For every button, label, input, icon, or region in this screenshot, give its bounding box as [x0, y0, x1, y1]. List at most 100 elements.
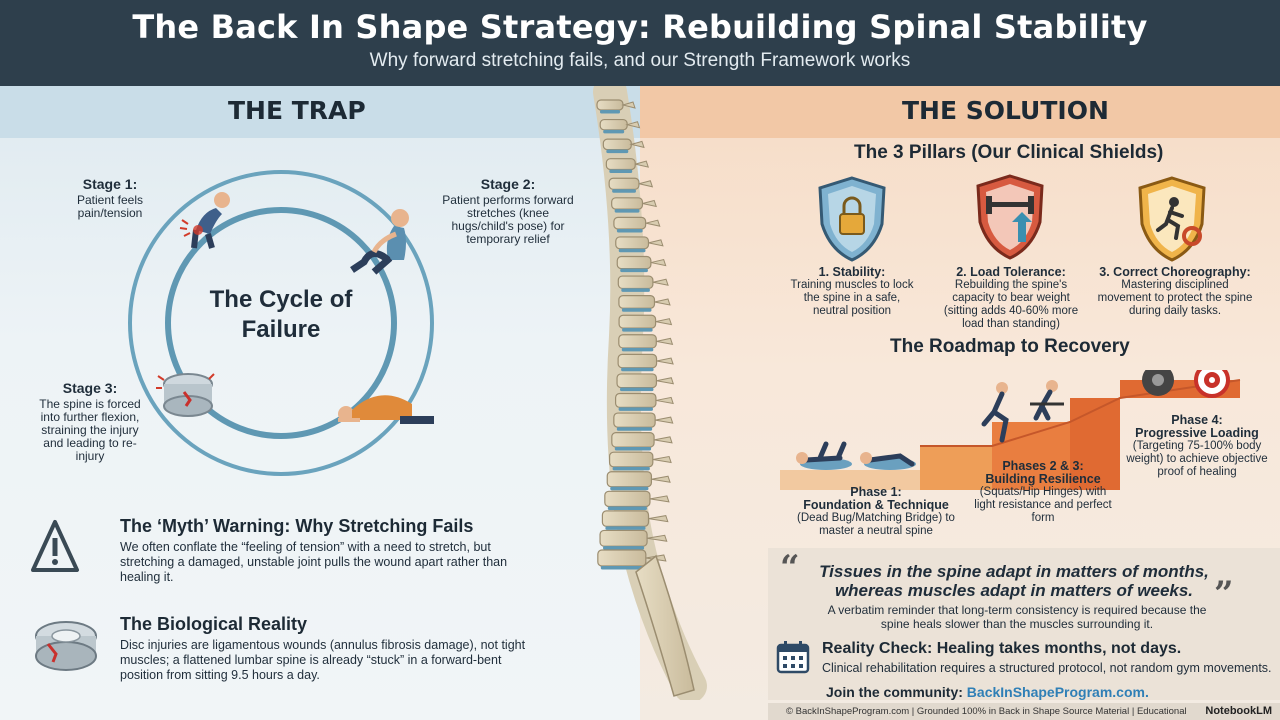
- spinal-disc: [606, 149, 629, 154]
- biology-body: Disc injuries are ligamentous wounds (an…: [120, 638, 526, 682]
- solution-title: THE SOLUTION: [902, 96, 1109, 125]
- warning-triangle-icon: [31, 520, 79, 572]
- spinal-disc: [603, 129, 625, 134]
- phase-1: Phase 1: Foundation & Technique (Dead Bu…: [796, 486, 956, 538]
- reality-check-body: Clinical rehabilitation requires a struc…: [822, 661, 1272, 675]
- vertebra: [617, 275, 654, 290]
- spinal-disc: [618, 248, 646, 253]
- spinal-disc: [614, 447, 652, 451]
- page-title: The Back In Shape Strategy: Rebuilding S…: [132, 8, 1148, 46]
- page-subtitle: Why forward stretching fails, and our St…: [369, 50, 911, 71]
- stage-1: Stage 1: Patient feels pain/tension: [58, 176, 162, 220]
- header-banner: The Back In Shape Strategy: Rebuilding S…: [0, 0, 1280, 86]
- spinous-process: [652, 455, 672, 464]
- vertebra: [606, 471, 653, 488]
- trap-title: THE TRAP: [228, 96, 366, 125]
- phases-2-3: Phases 2 & 3: Building Resilience (Squat…: [968, 460, 1118, 525]
- calendar-icon: [776, 641, 810, 674]
- quote-box: [768, 548, 1280, 700]
- footer-text: © BackInShapeProgram.com | Grounded 100%…: [786, 706, 1187, 717]
- stage-2: Stage 2: Patient performs forward stretc…: [442, 176, 574, 246]
- join-link[interactable]: BackInShapeProgram.com.: [966, 684, 1149, 700]
- spinal-disc: [600, 566, 643, 570]
- vertebra: [605, 158, 636, 171]
- spinous-process: [655, 396, 674, 405]
- pillar-load-tolerance: 2. Load Tolerance: Rebuilding the spine'…: [938, 266, 1084, 331]
- stage-3-title: Stage 3:: [62, 380, 118, 396]
- spinous-process: [638, 180, 654, 188]
- pillar-load-tolerance-text: Rebuilding the spine's capacity to bear …: [943, 279, 1079, 330]
- join-community: Join the community: BackInShapeProgram.c…: [826, 684, 1149, 700]
- vertebra: [617, 353, 658, 369]
- vertebra: [618, 295, 656, 309]
- pillar-stability: 1. Stability: Training muscles to lock t…: [786, 266, 918, 318]
- spinal-disc: [621, 288, 650, 292]
- spinous-process: [621, 101, 636, 109]
- pillar-choreography: 3. Correct Choreography: Mastering disci…: [1094, 266, 1256, 318]
- disc-injury-icon: [35, 621, 97, 671]
- myth-warning-body: We often conflate the “feeling of tensio…: [120, 540, 508, 584]
- spinal-disc: [603, 546, 645, 550]
- spinal-disc: [621, 308, 652, 312]
- join-label: Join the community:: [826, 684, 963, 700]
- vertebra: [618, 314, 657, 329]
- stage-1-text: Patient feels pain/tension: [76, 193, 144, 220]
- person-childs-pose-icon: [338, 395, 434, 424]
- spinal-disc: [614, 209, 640, 213]
- pillar-choreography-title: 3. Correct Choreography:: [1099, 265, 1251, 279]
- spinal-disc: [616, 228, 643, 233]
- spinous-process: [656, 377, 675, 385]
- damaged-disc-icon: [156, 373, 215, 417]
- phases-2-3-text: (Squats/Hip Hinges) with light resistanc…: [974, 486, 1112, 524]
- spinous-process: [629, 140, 645, 149]
- stage-3: Stage 3: The spine is forced into furthe…: [30, 380, 150, 463]
- pillar-stability-text: Training muscles to lock the spine in a …: [790, 279, 914, 317]
- vertebra: [618, 334, 657, 349]
- phases-2-3-title: Phases 2 & 3:: [1002, 459, 1084, 473]
- vertebra: [602, 138, 632, 151]
- spinal-disc: [612, 466, 650, 471]
- phase-4: Phase 4: Progressive Loading (Targeting …: [1122, 414, 1272, 479]
- vertebra: [599, 118, 628, 131]
- spine-illustration: [593, 86, 707, 700]
- spinous-process: [650, 258, 667, 267]
- spinous-process: [656, 357, 674, 365]
- footer-bar: © BackInShapeProgram.com | Grounded 100%…: [768, 703, 1280, 720]
- trap-title-band: [0, 86, 640, 138]
- vertebra: [608, 177, 640, 190]
- spinal-disc: [621, 347, 654, 352]
- spinous-process: [652, 278, 669, 286]
- vertebra: [604, 490, 651, 508]
- phase-4-title: Phase 4:: [1171, 413, 1223, 427]
- spinous-process: [651, 475, 671, 483]
- person-knee-hug-icon: [350, 209, 409, 275]
- spinous-process: [655, 318, 673, 326]
- spinal-disc: [616, 427, 653, 431]
- phase-4-text: (Targeting 75-100% body weight) to achie…: [1126, 440, 1268, 478]
- stage-1-title: Stage 1:: [82, 176, 138, 192]
- spinous-process: [625, 121, 641, 129]
- spine-quote: Tissues in the spine adapt in matters of…: [819, 562, 1209, 600]
- spinal-disc: [612, 189, 636, 193]
- spinous-process: [635, 160, 650, 168]
- spinal-disc: [607, 506, 647, 511]
- vertebra: [614, 392, 657, 408]
- myth-warning-title: The ‘Myth’ Warning: Why Stretching Fails: [120, 516, 474, 536]
- spinous-process: [647, 534, 668, 542]
- reality-check-title: Reality Check: Healing takes months, not…: [822, 640, 1182, 657]
- vertebra: [596, 99, 624, 111]
- spinous-process: [642, 199, 657, 208]
- spinal-disc: [605, 526, 646, 530]
- recovery-staircase: [780, 370, 1241, 490]
- spinal-disc: [620, 268, 648, 273]
- spinous-process: [656, 337, 674, 345]
- notebooklm-logo: NotebookLM: [1199, 703, 1272, 720]
- stage-2-title: Stage 2:: [480, 176, 536, 192]
- spinous-process: [649, 495, 670, 503]
- biology-title: The Biological Reality: [120, 614, 308, 634]
- spinal-disc: [618, 407, 653, 411]
- pillars-title: The 3 Pillars (Our Clinical Shields): [854, 142, 1164, 163]
- phases-2-3-subtitle: Building Resilience: [985, 472, 1101, 486]
- spinous-process: [653, 436, 673, 444]
- vertebra: [611, 197, 644, 210]
